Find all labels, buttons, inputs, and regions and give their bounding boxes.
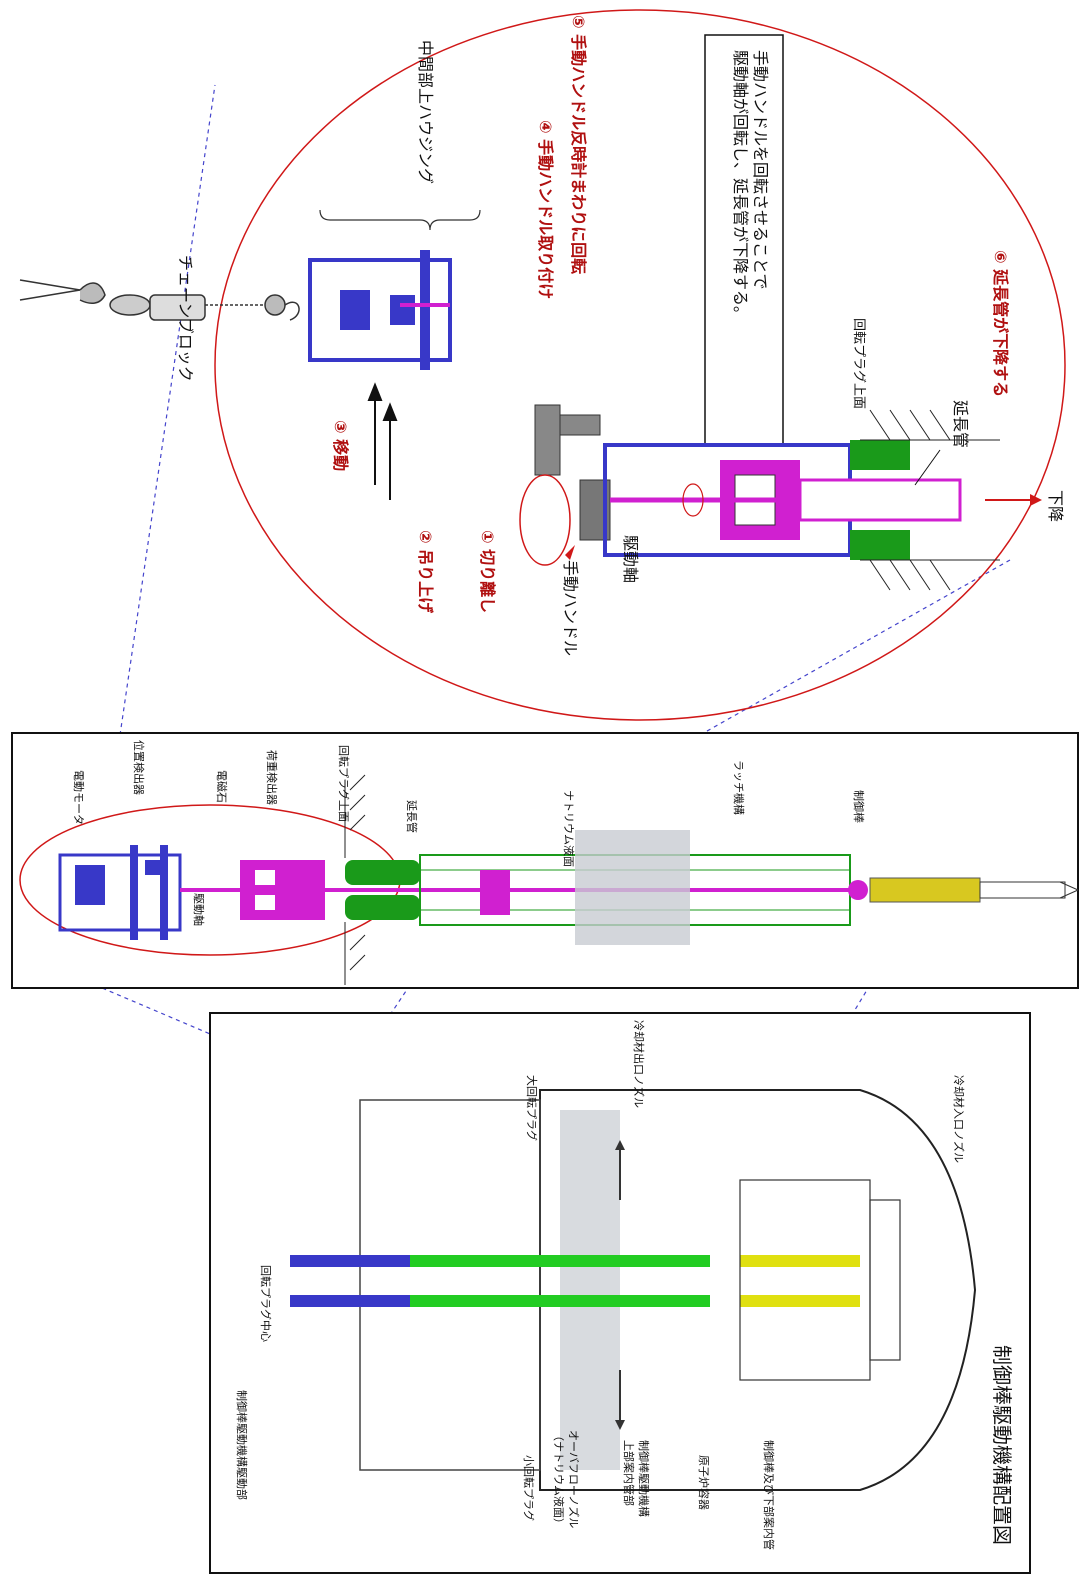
chain-block bbox=[19, 279, 300, 321]
note-box bbox=[704, 34, 784, 446]
overflow-nozzle-sub-label: （ナトリウム液面） bbox=[552, 1430, 566, 1529]
overview-panel: 制御棒駆動機構駆動部 回転プラグ中心 小回転プラグ 大回転プラグ オーバフローノ… bbox=[209, 1012, 1031, 1574]
vessel-label: 原子炉容器 bbox=[697, 1455, 711, 1510]
step5-label: ⑤ 手動ハンドル反時計まわりに回転 bbox=[569, 15, 588, 274]
cr-drive-part-label: 制御棒駆動機構駆動部 bbox=[235, 1390, 249, 1500]
load-detector-label: 荷重検出器 bbox=[265, 750, 279, 805]
note-line2: 駆動軸が回転し、延長管が下降する。 bbox=[731, 50, 750, 322]
step6-label: ⑥ 延長管が下降する bbox=[991, 250, 1010, 397]
plug-hatch bbox=[860, 409, 1000, 591]
latch-label: ラッチ機構 bbox=[732, 760, 746, 815]
guide-upper-label: 制御棒駆動機構 bbox=[637, 1440, 651, 1517]
small-rot-plug-label: 小回転プラグ bbox=[522, 1455, 536, 1521]
chain-block-label: チェーンブロック bbox=[176, 255, 195, 382]
position-detector-label: 位置検出器 bbox=[132, 740, 146, 795]
extension-tube-detail-label: 延長管 bbox=[405, 800, 419, 833]
overflow-nozzle-label: オーバフローノズル bbox=[567, 1430, 581, 1528]
detail-frame bbox=[11, 732, 1079, 989]
upper-housing-lifted bbox=[308, 250, 452, 370]
drive-shaft-label: 駆動軸 bbox=[621, 535, 640, 583]
motor-label: 電動モータ bbox=[72, 770, 86, 825]
move-arrows bbox=[367, 382, 398, 500]
magnet-label: 電磁石 bbox=[215, 770, 228, 803]
plug-top-detail-label: 回転プラグ上面 bbox=[337, 745, 351, 822]
sodium-level-label: ナトリウム液面 bbox=[562, 790, 576, 867]
upper-housing-label: 中間部上ハウジング bbox=[416, 40, 435, 184]
extension-tube-leader bbox=[914, 449, 941, 486]
outlet-nozzle-label: 冷却材出口ノズル bbox=[632, 1020, 646, 1108]
manual-handle-label: 手動ハンドル bbox=[561, 560, 580, 656]
manual-handle bbox=[519, 404, 611, 566]
step2-label: ② 吊り上げ bbox=[416, 530, 435, 614]
step1-label: ① 切り離し bbox=[478, 530, 497, 613]
control-rod-label: 制御棒 bbox=[852, 790, 866, 823]
descend-arrow-head bbox=[1030, 494, 1042, 506]
reactor-vessel bbox=[539, 1089, 977, 1491]
housing-brace bbox=[319, 209, 481, 231]
guide-upper-2-label: 上部案内管部 bbox=[622, 1440, 636, 1506]
extension-tube-label: 延長管 bbox=[951, 400, 970, 448]
rot-plug-center-label: 回転プラグ中心 bbox=[259, 1265, 273, 1342]
note-line1: 手動ハンドルを回転させることで bbox=[751, 50, 770, 290]
plug-top-label: 回転プラグ上面 bbox=[851, 318, 866, 409]
sodium-band bbox=[575, 830, 690, 945]
descend-label: 下降 bbox=[1046, 490, 1065, 522]
detail-panel: 電動モータ 位置検出器 電磁石 荷重検出器 駆動軸 回転プラグ上面 延長管 ナト… bbox=[11, 732, 1079, 989]
rod-lower-guide-label: 制御棒及び下部案内管 bbox=[762, 1440, 776, 1550]
step3-label: ③ 移動 bbox=[331, 420, 350, 471]
procedure-ellipse bbox=[214, 9, 1066, 721]
drive-shaft-detail-label: 駆動軸 bbox=[192, 893, 206, 926]
procedure-panel: チェーンブロック 中間部上ハウジング ③ 移動 ② 吊り上げ ① 切り離し ④ … bbox=[19, 9, 1066, 721]
large-rot-plug-label: 大回転プラグ bbox=[525, 1075, 539, 1141]
step4-label: ④ 手動ハンドル取り付け bbox=[536, 120, 555, 299]
inlet-nozzle-label: 冷却材入口ノズル bbox=[952, 1075, 966, 1163]
diagram-title: 制御棒駆動機構配置図 bbox=[990, 1345, 1014, 1545]
drive-mechanism-installed bbox=[603, 440, 962, 560]
